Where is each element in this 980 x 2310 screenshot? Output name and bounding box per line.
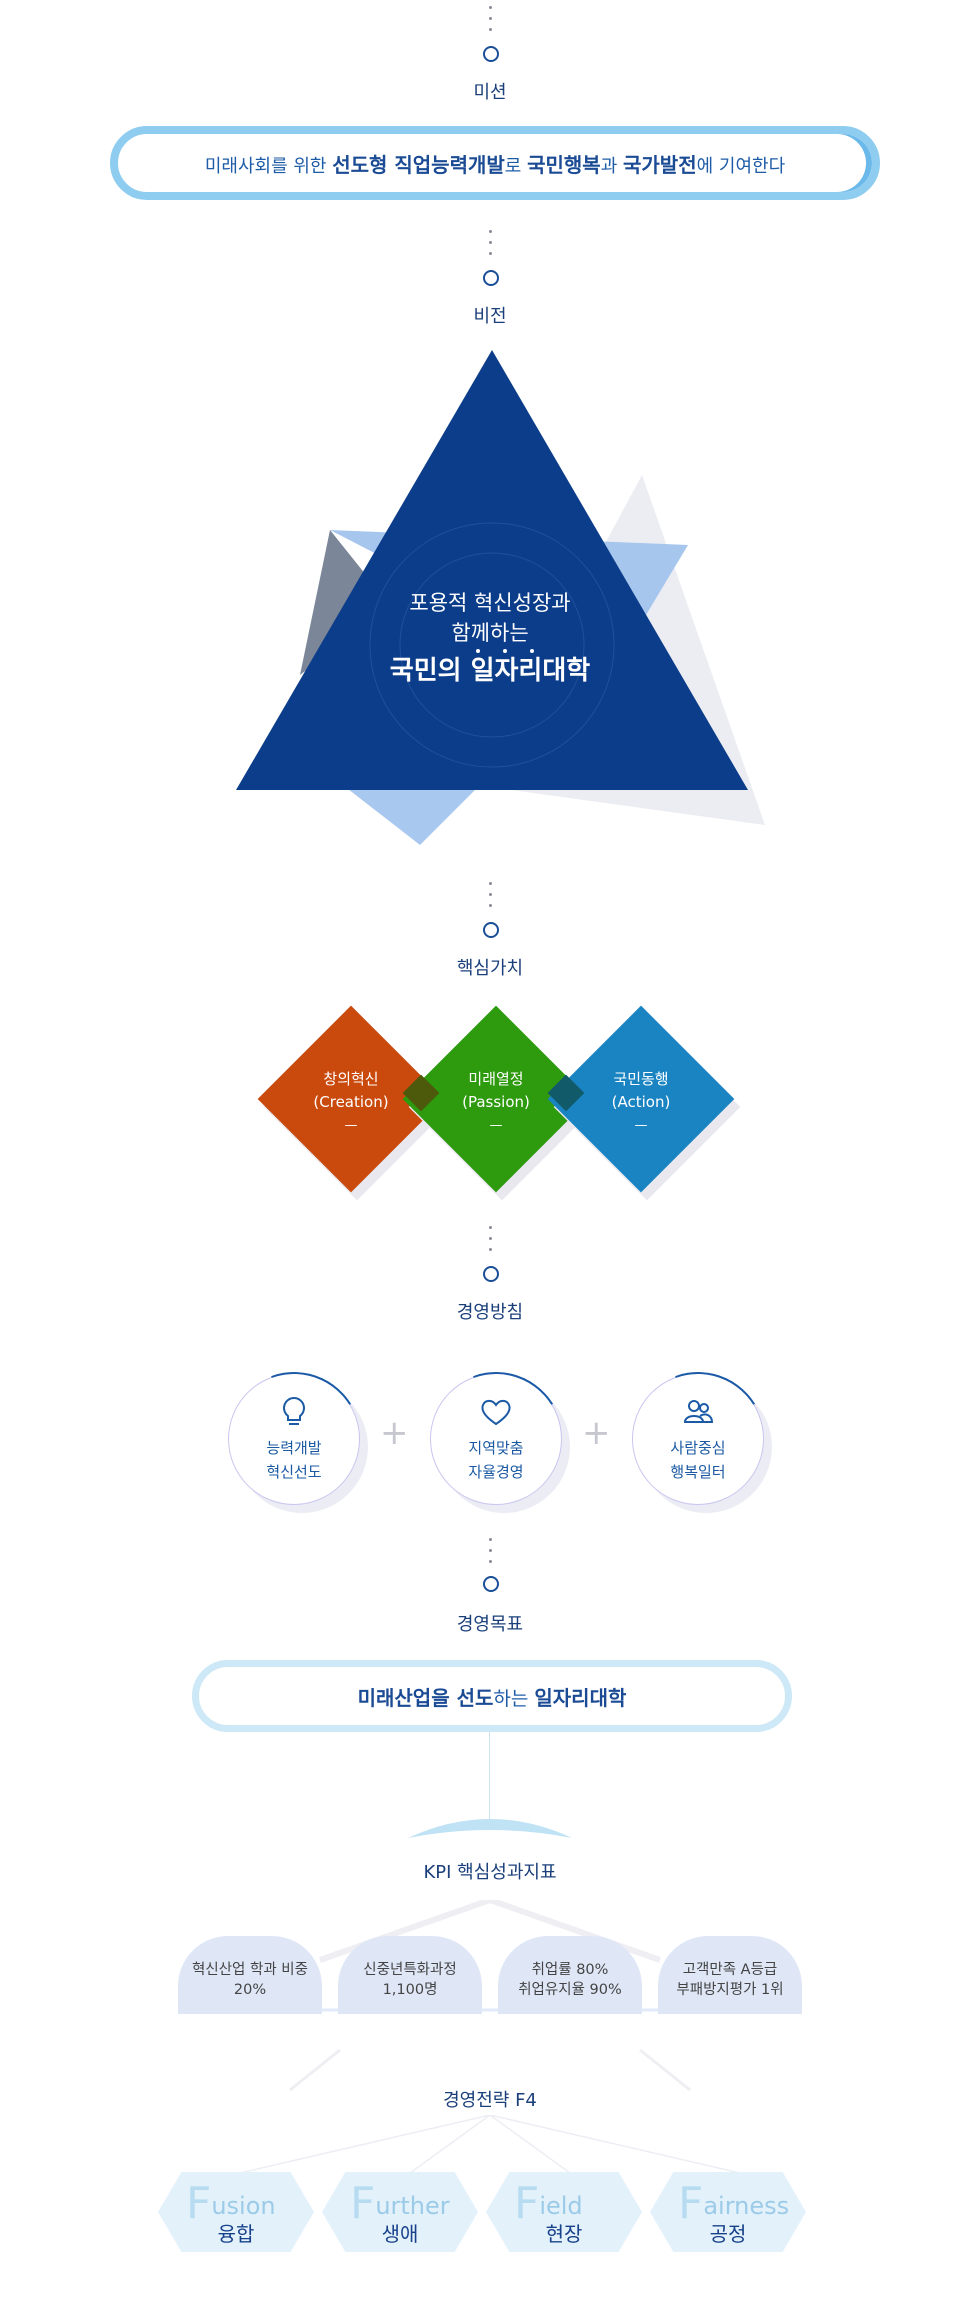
plus-icon: + — [380, 1413, 409, 1453]
vision-title: 비전 — [473, 306, 507, 327]
vision-text: 포용적 혁신성장과 함께하는 국민의 일자리대학 — [340, 588, 640, 686]
bg-triangle-slate — [300, 530, 390, 675]
mission-text: 미래사회를 위한 선도형 직업능력개발로 국민행복과 국가발전에 기여한다 — [204, 152, 786, 177]
lightbulb-icon — [283, 1396, 305, 1425]
kpi-background-lines — [260, 1900, 720, 2092]
kpi-label: 고객만족 A등급 — [682, 1962, 778, 1978]
mission-statement: 미래사회를 위한 선도형 직업능력개발로 국민행복과 국가발전에 기여한다 — [110, 126, 880, 200]
connector-dots — [488, 1226, 492, 1259]
connector-dots — [488, 6, 492, 39]
core-values-group: 창의혁신 (Creation) — 미래열정 (Passion) — 국민동행 … — [240, 1000, 741, 1201]
policy-label-2: 혁신선도 — [266, 1463, 322, 1481]
vision-line-3: 국민의 일자리대학 — [389, 656, 591, 686]
policy-label-1: 능력개발 — [266, 1439, 322, 1457]
value-label-en: (Passion) — [462, 1093, 530, 1111]
value-action: 국민동행 (Action) — — [547, 1005, 741, 1201]
strategy-field: Field 현장 — [486, 2172, 642, 2252]
value-creation: 창의혁신 (Creation) — — [257, 1005, 451, 1201]
policy-card: 능력개발 혁신선도 — [228, 1373, 360, 1505]
goal-text: 미래산업을 선도하는 일자리대학 — [357, 1685, 627, 1710]
value-label-ko: 창의혁신 — [323, 1070, 379, 1088]
value-passion: 미래열정 (Passion) — — [402, 1005, 596, 1201]
section-marker-icon — [483, 46, 499, 62]
connector-dots — [488, 230, 492, 263]
connector-dots — [488, 882, 492, 915]
people-icon — [683, 1400, 714, 1423]
connector-dots — [488, 1538, 492, 1571]
kpi-value: 부패방지평가 1위 — [676, 1982, 784, 1998]
value-label-ko: 국민동행 — [613, 1070, 669, 1088]
vision-line-1: 포용적 혁신성장과 — [409, 591, 571, 615]
kpi-arc-graphic — [408, 1819, 572, 1838]
kpi-label: 취업률 80% — [531, 1962, 609, 1978]
strategy-label: 융합 — [217, 2222, 255, 2246]
strategy-title: 경영전략 F4 — [443, 2090, 537, 2111]
main-triangle — [236, 350, 748, 790]
management-goal-title: 경영목표 — [456, 1614, 524, 1635]
section-marker-icon — [483, 270, 499, 286]
kpi-value: 취업유지율 90% — [518, 1982, 622, 1998]
policy-card: 사람중심 행복일터 — [632, 1373, 764, 1505]
policy-label-2: 자율경영 — [468, 1463, 524, 1481]
policy-card: 지역맞춤 자율경영 — [430, 1373, 562, 1505]
policy-label-2: 행복일터 — [670, 1463, 726, 1481]
value-label-ko: 미래열정 — [468, 1070, 524, 1088]
kpi-card: 고객만족 A등급 부패방지평가 1위 — [658, 1936, 802, 2014]
value-label-en: (Action) — [611, 1093, 671, 1111]
strategy-further: Further 생애 — [322, 2172, 478, 2252]
kpi-label: 신중년특화과정 — [363, 1962, 457, 1978]
section-marker-icon — [483, 1266, 499, 1282]
strategy-fairness: Fairness 공정 — [650, 2172, 806, 2252]
kpi-card: 신중년특화과정 1,100명 — [338, 1936, 482, 2014]
plus-icon: + — [582, 1413, 611, 1453]
kpi-card: 혁신산업 학과 비중 20% — [178, 1936, 322, 2014]
strategy-connector-lines — [239, 2115, 741, 2174]
strategy-fusion: Fusion 융합 — [158, 2172, 314, 2252]
goal-statement: 미래산업을 선도하는 일자리대학 — [192, 1660, 792, 1732]
section-marker-icon — [483, 1576, 499, 1592]
section-marker-icon — [483, 922, 499, 938]
value-label-en: (Creation) — [313, 1093, 389, 1111]
value-dash: — — [344, 1118, 358, 1133]
policy-label-1: 사람중심 — [670, 1439, 726, 1457]
kpi-value: 1,100명 — [382, 1982, 438, 1998]
kpi-value: 20% — [233, 1982, 267, 1998]
strategy-label: 현장 — [545, 2222, 583, 2246]
strategy-label: 생애 — [381, 2222, 419, 2246]
vision-triangle-graphic — [236, 350, 765, 845]
kpi-label: 혁신산업 학과 비중 — [192, 1962, 308, 1978]
core-values-title: 핵심가치 — [456, 958, 524, 979]
mission-title: 미션 — [473, 82, 507, 103]
heart-icon — [481, 1399, 511, 1426]
connector-line — [489, 1732, 490, 1822]
value-dash: — — [634, 1118, 648, 1133]
policy-label-1: 지역맞춤 — [468, 1439, 524, 1457]
strategy-label: 공정 — [709, 2222, 747, 2246]
value-dash: — — [489, 1118, 503, 1133]
vision-line-2: 함께하는 — [451, 621, 529, 645]
management-policy-title: 경영방침 — [456, 1302, 524, 1323]
kpi-card: 취업률 80% 취업유지율 90% — [498, 1936, 642, 2014]
kpi-title: KPI 핵심성과지표 — [423, 1862, 557, 1883]
